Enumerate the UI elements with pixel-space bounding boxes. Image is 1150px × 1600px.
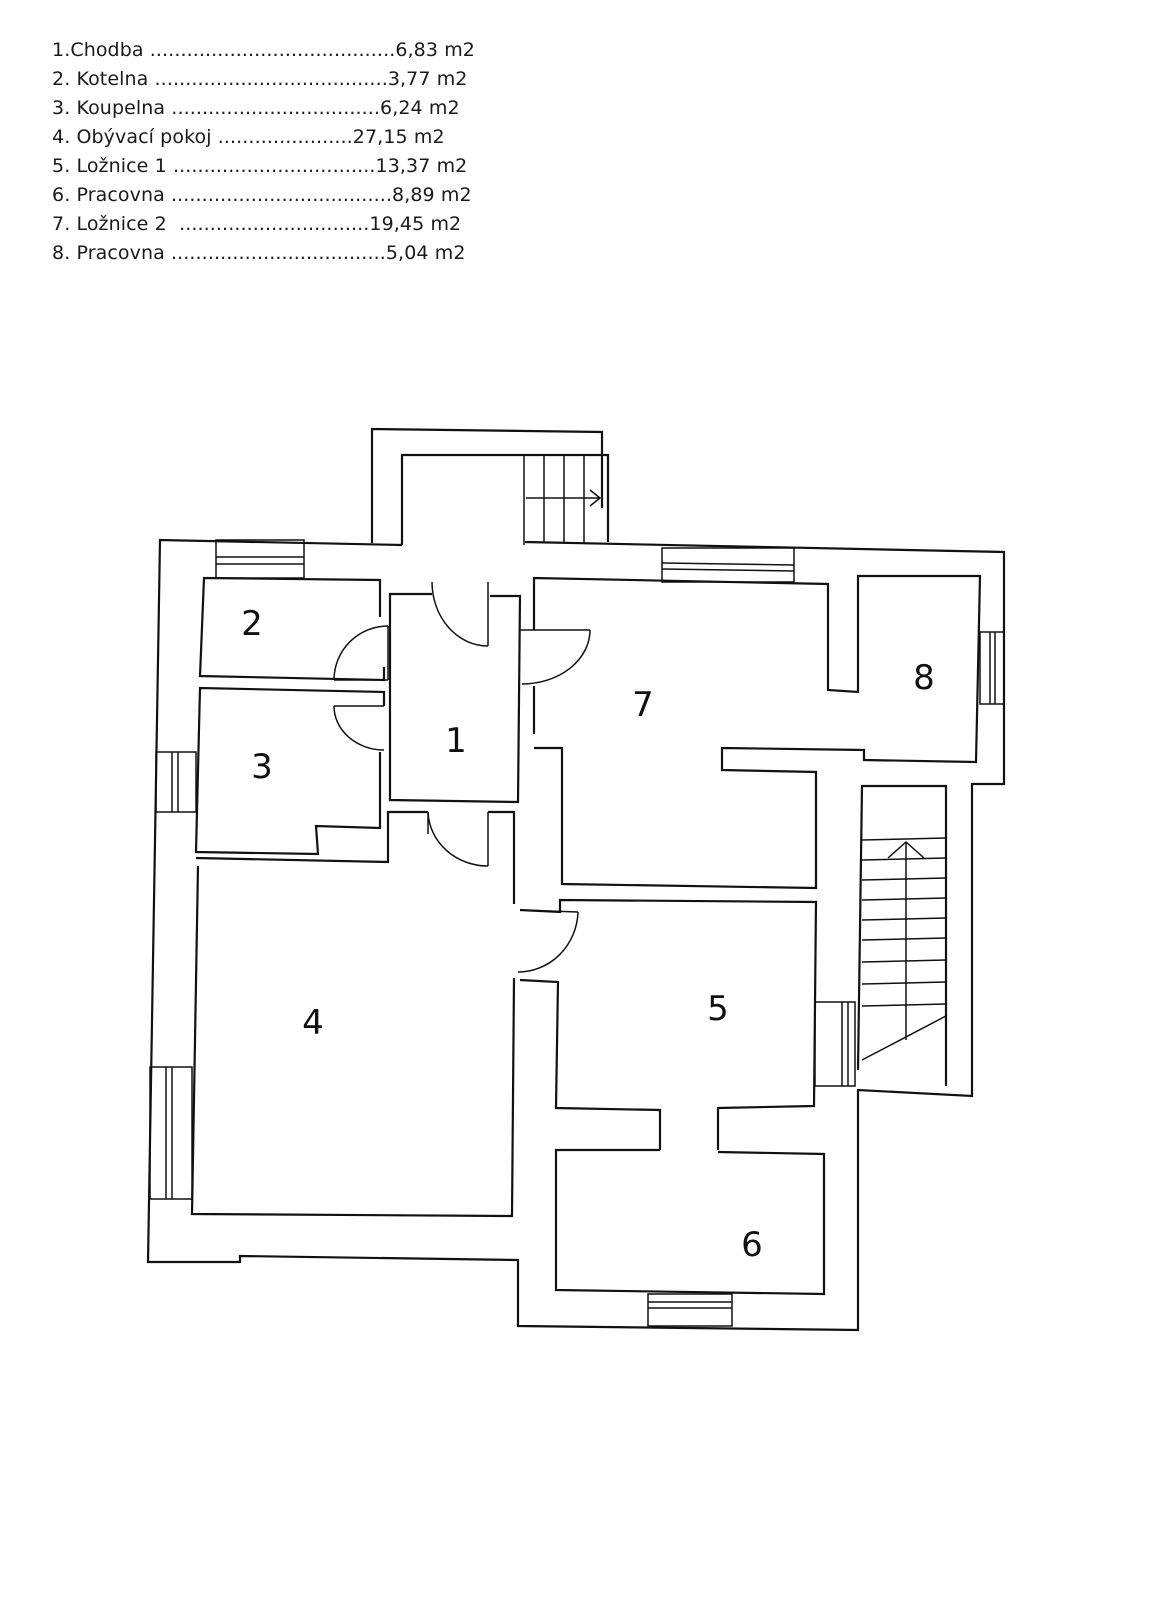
legend-row-koupelna: 3. Koupelna ............................… — [52, 97, 460, 119]
legend-row-loznice-2: 7. Ložnice 2 ...........................… — [52, 213, 462, 235]
top-staircase — [523, 455, 602, 545]
room-number-5: 5 — [707, 989, 729, 1029]
legend-row-pracovna-6: 6. Pracovna ............................… — [52, 184, 472, 206]
door-room-2 — [333, 625, 389, 681]
room-number-4: 4 — [302, 1003, 324, 1043]
door-room-4 — [427, 811, 489, 867]
room-7-outline — [532, 574, 982, 890]
door-room-3 — [333, 705, 385, 751]
outer-wall — [146, 427, 1006, 1332]
room-3-outline — [194, 686, 386, 856]
room-1-lower-wall — [195, 810, 428, 864]
window-room-3 — [155, 751, 197, 813]
window-top-left — [215, 539, 305, 579]
legend-row-pracovna-8: 8. Pracovna ............................… — [52, 242, 466, 264]
room-legend: 1.Chodba ...............................… — [52, 36, 475, 268]
room-number-1: 1 — [445, 721, 467, 761]
window-room-6 — [647, 1293, 733, 1327]
room-6-outline — [554, 1148, 826, 1296]
room-number-3: 3 — [251, 747, 273, 787]
staircase — [856, 784, 948, 1086]
window-room-5 — [814, 1001, 856, 1087]
legend-row-obyvaci-pokoj: 4. Obývací pokoj ......................2… — [52, 126, 445, 148]
room-2-outline — [198, 576, 386, 682]
legend-row-loznice-1: 5. Ložnice 1 ...........................… — [52, 155, 468, 177]
room-1-outline — [388, 592, 522, 804]
room-5-outline — [519, 898, 818, 1150]
room-number-2: 2 — [241, 604, 263, 644]
room-5-left-wall — [519, 978, 662, 1150]
window-top-right — [661, 547, 795, 583]
room-number-7: 7 — [632, 685, 654, 725]
door-room-1-top — [431, 581, 489, 647]
window-room-8 — [979, 631, 1005, 705]
legend-row-chodba: 1.Chodba ...............................… — [52, 39, 475, 61]
door-room-7 — [520, 629, 591, 685]
room-number-6: 6 — [741, 1225, 763, 1265]
room-number-8: 8 — [913, 658, 935, 698]
room-1-lower-wall-right — [488, 810, 516, 904]
window-room-4 — [149, 1066, 193, 1200]
legend-row-kotelna: 2. Kotelna .............................… — [52, 68, 468, 90]
door-room-5 — [517, 909, 579, 973]
room-4-outline — [190, 865, 516, 1218]
